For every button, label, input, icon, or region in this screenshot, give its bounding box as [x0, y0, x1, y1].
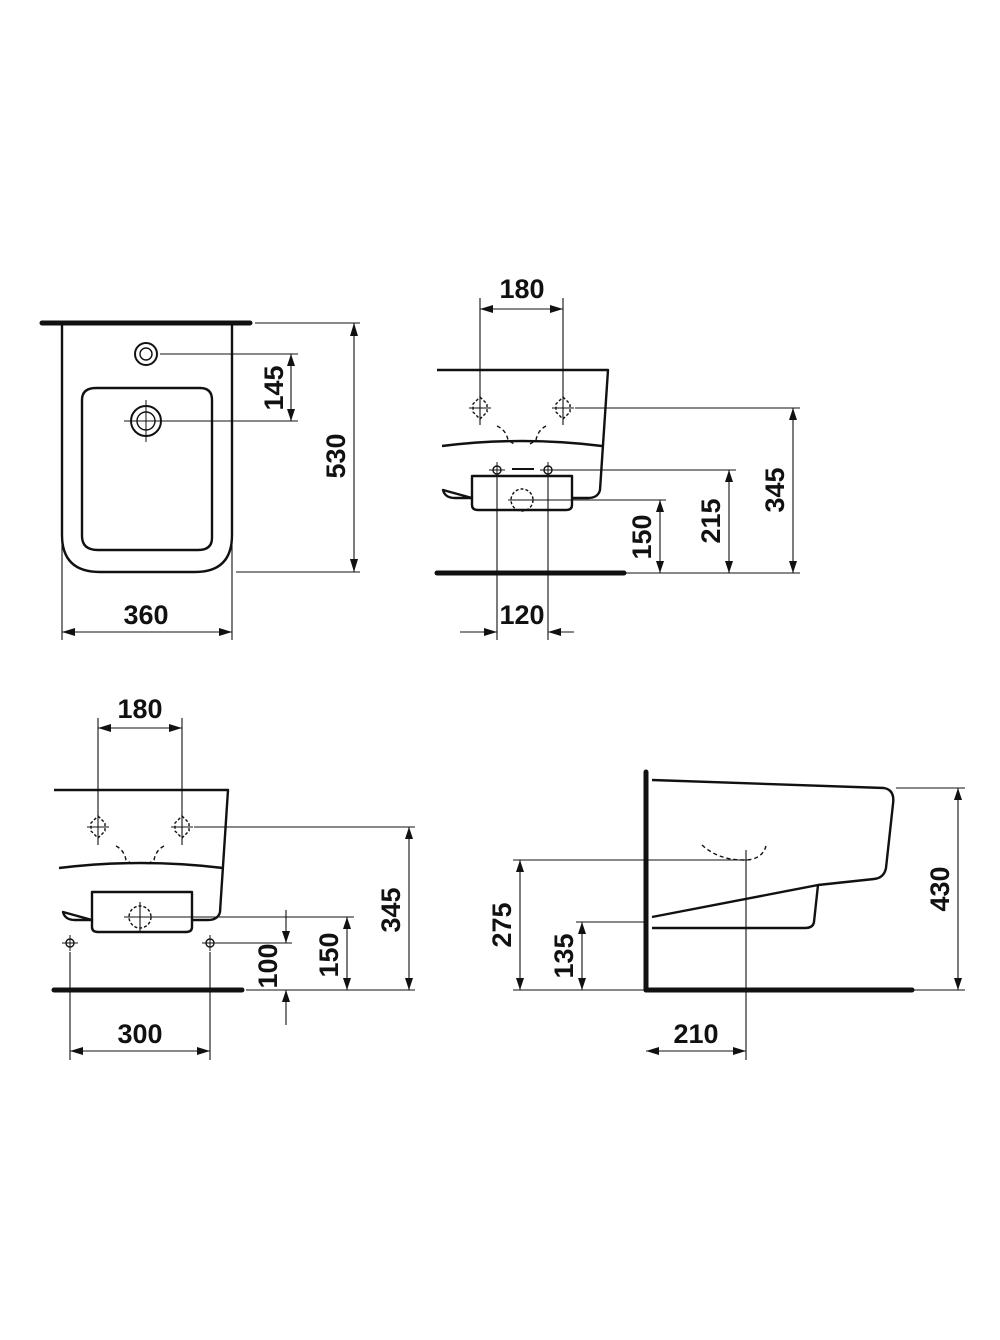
bidet-outline-front-2 [54, 788, 230, 922]
front-view-1: 180 120 150 215 345 [434, 274, 800, 640]
tap-hole-icon [134, 342, 158, 366]
dim-fixing-275: 275 [487, 902, 517, 947]
dim-total-height-430: 430 [925, 866, 955, 911]
lower-fixing-right-icon [201, 934, 219, 952]
bidet-outline-front-1 [437, 368, 610, 500]
internal-pipe-dashed [701, 844, 767, 861]
outlet-box-front-2 [90, 890, 194, 934]
dim-outlet-135: 135 [549, 933, 579, 978]
dim-fixing-180-a: 180 [499, 274, 544, 304]
front-view-2: 180 300 100 150 345 [51, 694, 415, 1060]
dim-outlet-150-a: 150 [627, 514, 657, 559]
bidet-outline-side [651, 778, 895, 919]
bowl-outline-top [80, 386, 214, 552]
top-view: 145 530 360 [39, 320, 360, 640]
dim-fixing-345-b: 345 [376, 887, 406, 932]
bidet-outline-top [60, 323, 234, 574]
outlet-box-front-1 [470, 474, 574, 512]
dim-lower-fixing-300: 300 [117, 1019, 162, 1049]
dim-outlet-150-b: 150 [314, 932, 344, 977]
dim-tap-to-drain: 145 [259, 365, 289, 410]
drain-hole-icon [124, 400, 168, 442]
dim-lower-fixing-100: 100 [253, 943, 283, 988]
dim-fixing-345-a: 345 [760, 467, 790, 512]
dim-fixing-180-b: 180 [117, 694, 162, 724]
dim-height-530: 530 [321, 433, 351, 478]
dim-width-360: 360 [123, 600, 168, 630]
dim-outlet-120: 120 [499, 600, 544, 630]
dim-outlet-distance-210: 210 [673, 1019, 718, 1049]
lower-fixing-left-icon [61, 934, 79, 952]
dim-inlet-215: 215 [696, 498, 726, 543]
side-view: 430 275 135 210 [487, 769, 965, 1060]
